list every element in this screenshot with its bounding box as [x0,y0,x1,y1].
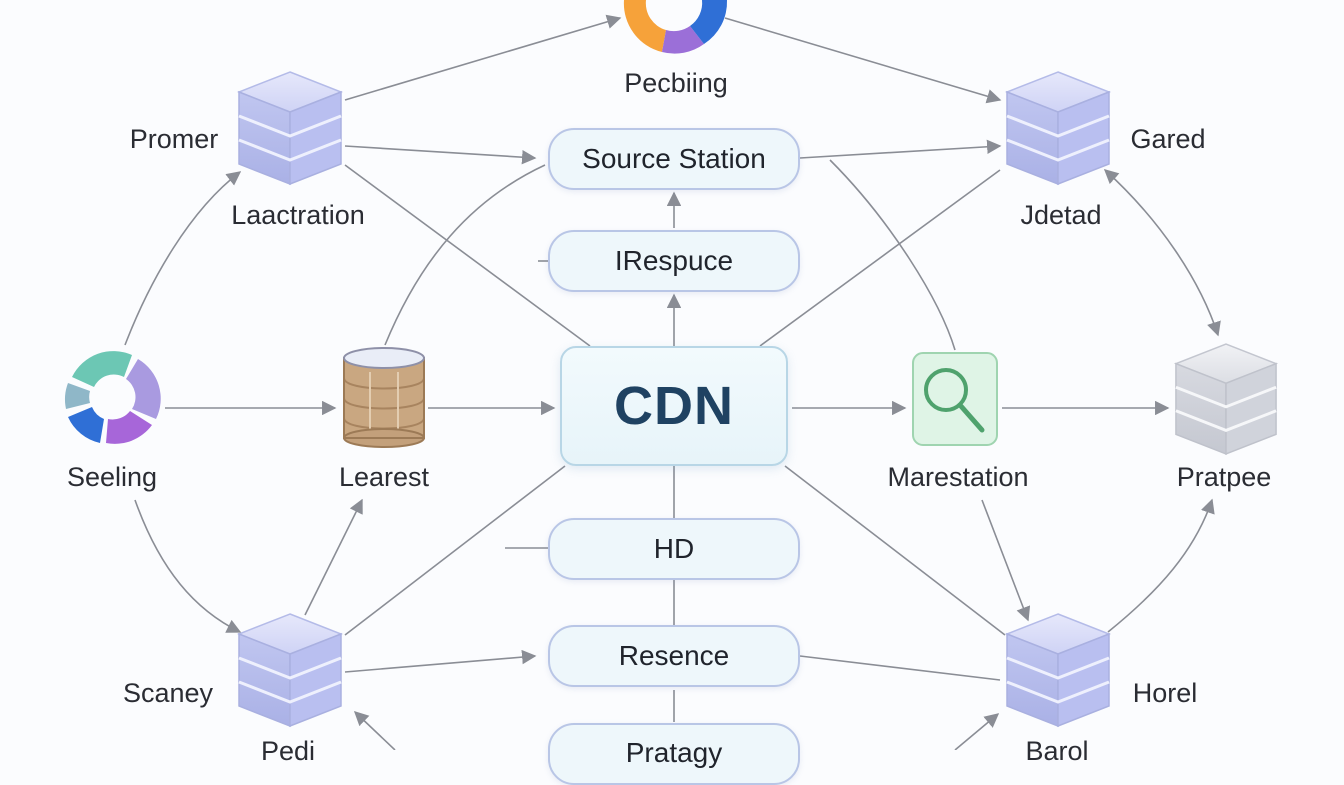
top-ring-label: Pecbiing [624,68,728,98]
arrow-seeling-to-promer [124,171,242,346]
ring-segment-gray [64,383,90,409]
hd-pill[interactable]: HD [548,518,800,580]
line-cdn-gared [759,169,1001,347]
respuce-pill[interactable]: IRespuce [548,230,800,292]
bottom-left-partial-label: Pedi [260,736,316,766]
connector-lines [124,14,1221,750]
arrow-mares-to-horel [981,499,1031,622]
pratpee-label: Pratpee [1176,462,1272,492]
resence-pill[interactable]: Resence [548,625,800,687]
arrow-promer-to-source [344,145,537,165]
source-station-pill[interactable]: Source Station [548,128,800,190]
server-promer-icon [237,70,343,186]
arrow-seeling-to-scaney [134,499,242,633]
arrow-scaney-to-resence [344,649,537,673]
arrow-horel-to-pratpee [1107,498,1215,633]
line-learest-source [384,164,546,346]
cdn-node[interactable]: CDN [560,346,788,466]
arrow-bottom-left [353,711,396,750]
top-ring-icon [623,0,728,54]
ring-segment-blue [690,0,728,44]
line-cdn-horel [784,465,1006,636]
ring-segment-purple [662,26,704,54]
marestation-label: Marestation [887,462,1029,492]
line-cdn-scaney [344,465,566,636]
laactration-label: Laactration [231,200,365,230]
arrow-jdetad-pratpee [1103,169,1221,337]
arrow-promer-to-top [344,14,622,101]
server-pratpee-icon [1174,342,1278,456]
server-scaney-icon [237,612,343,728]
promer-label: Promer [129,124,219,154]
bottom-partial-pill[interactable]: Pratagy [548,723,800,785]
search-magnifier-icon [912,352,998,446]
arrow-bottom-right [954,713,1000,750]
jdetad-label: Jdetad [1020,200,1102,230]
gared-label: Gared [1130,124,1206,154]
line-resence-horel [799,655,1001,681]
arrow-scaney-to-learest [304,498,363,616]
seeling-label: Seeling [66,462,158,492]
horel-label: Horel [1132,678,1198,708]
scaney-label: Scaney [122,678,214,708]
server-horel-icon [1005,612,1111,728]
line-promer-cdn [344,164,591,347]
ring-segment-teal [72,351,132,387]
ring-segment-purple [106,411,152,444]
network-diagram [64,0,1278,750]
database-learest-icon [343,347,425,448]
ring-segment-orange [623,0,666,52]
bottom-right-partial-label: Barol [1025,736,1089,766]
ring-segment-lilac [126,359,161,419]
learest-label: Learest [338,462,430,492]
server-gared-icon [1005,70,1111,186]
line-source-marestation [829,159,956,351]
arrow-top-to-gared [724,17,1002,104]
ring-segment-blue [68,407,104,443]
arrow-source-to-gared [799,139,1002,159]
seeling-ring-icon [64,351,161,444]
